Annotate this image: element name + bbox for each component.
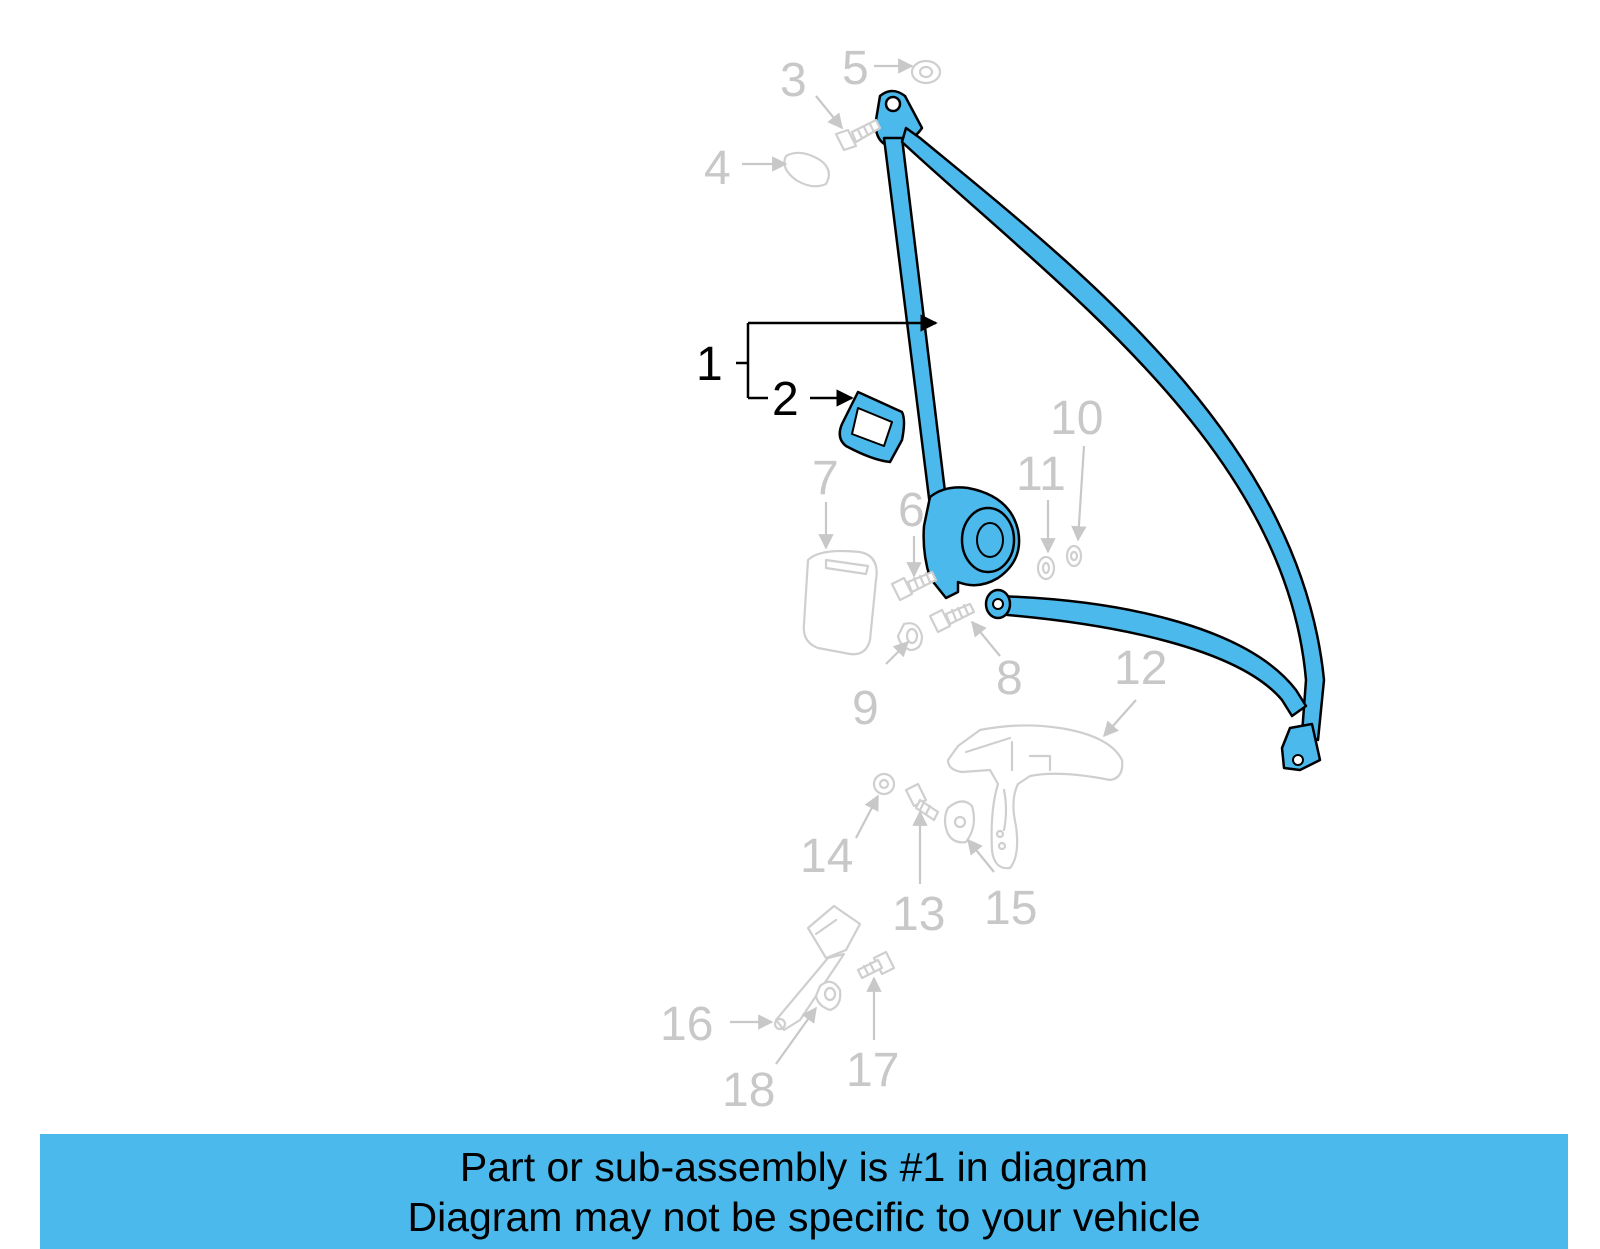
callout-15: 15 [984,882,1037,935]
part-14-nut [872,772,896,796]
callout-11: 11 [1016,448,1066,501]
lap-webbing [994,594,1308,718]
leader-lines [730,58,1137,1065]
callout-10: 10 [1050,392,1103,445]
part-6-bolt [890,570,938,602]
callout-13: 13 [892,888,945,941]
callout-9: 9 [852,682,879,735]
part-12-buckle-assembly [946,724,1124,870]
callout-7: 7 [812,452,839,505]
part-15-clip [943,800,976,844]
shoulder-webbing [900,126,1326,742]
part-10-washer [1065,544,1083,568]
callout-17: 17 [846,1044,899,1097]
part-17-bolt [856,950,896,980]
callout-4: 4 [704,142,731,195]
callout-1: 1 [696,338,723,391]
callout-2: 2 [772,373,799,426]
banner-line-1: Part or sub-assembly is #1 in diagram [459,1143,1149,1190]
info-banner: Part or sub-assembly is #1 in diagram Di… [40,1134,1568,1249]
part-18-spacer [814,980,842,1012]
part-8-bolt [928,602,976,634]
callout-labels: 1 2 3 4 5 6 7 8 9 10 11 12 13 14 15 16 1… [660,42,1167,1117]
banner-line-2: Diagram may not be specific to your vehi… [407,1193,1201,1240]
callout-6: 6 [898,484,925,537]
callout-12: 12 [1114,642,1167,695]
part-5-cap [910,59,942,85]
retractor-spool [960,506,1016,574]
callout-14: 14 [800,830,853,883]
callout-3: 3 [780,54,807,107]
part-16-buckle [773,904,862,1032]
part-7-cover [802,549,878,656]
callout-18: 18 [722,1064,775,1117]
part-13-bolt [904,782,940,822]
part-3-bolt [834,118,882,152]
part-9-spacer [896,622,924,652]
belt-guide-cover[interactable] [838,390,906,464]
part-4-cap [783,151,831,188]
callout-16: 16 [660,998,713,1051]
lower-anchor [1280,722,1322,772]
part-11-washer [1036,555,1056,581]
callout-8: 8 [996,652,1023,705]
upper-anchor-hole [884,95,902,113]
callout-5: 5 [842,42,869,95]
